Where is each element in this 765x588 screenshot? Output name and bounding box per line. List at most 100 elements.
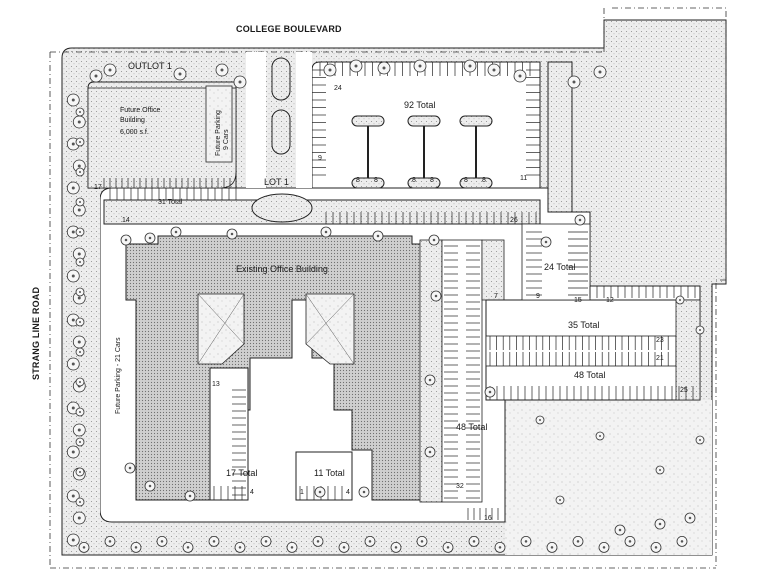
- tree-trunk: [544, 240, 548, 244]
- tree-trunk: [559, 499, 561, 501]
- stall-count: 8: [464, 177, 468, 184]
- stall-count: 12: [606, 297, 614, 304]
- total-east-lot-north: 35 Total: [568, 320, 599, 330]
- tree-trunk: [654, 546, 658, 549]
- tree-trunk: [79, 261, 81, 263]
- tree-trunk: [79, 291, 81, 293]
- tree-trunk: [418, 64, 422, 68]
- tree-trunk: [77, 120, 81, 124]
- tree-trunk: [79, 411, 81, 413]
- tree-trunk: [79, 321, 81, 323]
- tree-trunk: [71, 362, 75, 366]
- total-north-lot: 92 Total: [404, 100, 435, 110]
- north-lot-islands: [351, 115, 493, 189]
- tree-trunk: [174, 230, 178, 234]
- tree-trunk: [618, 528, 622, 532]
- stall-count: 8: [412, 177, 416, 184]
- stall-count: 8: [430, 177, 434, 184]
- tree-trunk: [598, 70, 602, 74]
- tree-trunk: [238, 546, 242, 549]
- tree-trunk: [628, 540, 632, 543]
- stall-count: 9: [536, 293, 540, 300]
- tree-trunk: [602, 546, 606, 549]
- tree-trunk: [420, 540, 424, 543]
- future-parking-north-label-2: 9 Cars: [223, 129, 230, 150]
- tree-trunk: [77, 296, 81, 300]
- tree-trunk: [71, 186, 75, 190]
- tree-trunk: [79, 111, 81, 113]
- tree-trunk: [342, 546, 346, 549]
- total-front-row: 31 Total: [158, 199, 183, 206]
- tree-trunk: [148, 484, 152, 488]
- tree-trunk: [79, 441, 81, 443]
- tree-trunk: [77, 208, 81, 212]
- tree-trunk: [468, 64, 472, 68]
- future-office-label-2: Building: [120, 117, 145, 124]
- stall-count: 15: [574, 297, 582, 304]
- tree-trunk: [178, 72, 182, 76]
- tree-trunk: [599, 435, 601, 437]
- total-east-lot-south: 48 Total: [574, 370, 605, 380]
- tree-trunk: [659, 469, 661, 471]
- tree-trunk: [446, 546, 450, 549]
- tree-trunk: [71, 406, 75, 410]
- tree-trunk: [124, 238, 128, 242]
- tree-trunk: [572, 80, 576, 84]
- tree-trunk: [108, 68, 112, 72]
- tree-trunk: [428, 450, 432, 454]
- tree-trunk: [518, 74, 522, 78]
- tree-trunk: [498, 546, 502, 549]
- stall-count: 4: [250, 489, 254, 496]
- tree-trunk: [578, 218, 582, 222]
- tree-trunk: [264, 540, 268, 543]
- stall-count: 8: [374, 177, 378, 184]
- total-east-strip: 24 Total: [544, 262, 575, 272]
- tree-trunk: [699, 329, 701, 331]
- outlot-label: OUTLOT 1: [128, 61, 172, 71]
- tree-trunk: [679, 299, 681, 301]
- existing-office-label: Existing Office Building: [236, 264, 328, 274]
- tree-trunk: [238, 80, 242, 84]
- tree-trunk: [376, 234, 380, 238]
- east-strip: [521, 223, 591, 301]
- island-center: [407, 115, 441, 189]
- lot-label: LOT 1: [264, 177, 289, 187]
- tree-trunk: [230, 232, 234, 236]
- future-office-label-1: Future Office: [120, 107, 160, 114]
- tree-trunk: [79, 201, 81, 203]
- future-office-area: 6,000 s.f.: [120, 129, 149, 136]
- tree-trunk: [699, 439, 701, 441]
- labels: COLLEGE BOULEVARD STRANG LINE ROAD OUTLO…: [31, 24, 688, 522]
- stall-count: 9: [318, 155, 322, 162]
- tree-trunk: [77, 428, 81, 432]
- island-east: [459, 115, 493, 189]
- stall-count: 16: [484, 515, 492, 522]
- tree-trunk: [472, 540, 476, 543]
- outlot-pad: [87, 85, 237, 189]
- tree-trunk: [394, 546, 398, 549]
- tree-trunk: [79, 231, 81, 233]
- stall-count: 23: [656, 337, 664, 344]
- trees: [66, 59, 705, 553]
- tree-trunk: [79, 471, 81, 473]
- tree-trunk: [71, 230, 75, 234]
- tree-trunk: [524, 540, 528, 543]
- stall-count: 13: [212, 381, 220, 388]
- tree-trunk: [71, 98, 75, 102]
- total-court-east: 11 Total: [314, 468, 345, 478]
- tree-trunk: [71, 450, 75, 454]
- stall-count: 25: [680, 387, 688, 394]
- existing-office-building: [125, 235, 441, 501]
- tree-trunk: [71, 494, 75, 498]
- property-lines: [49, 7, 727, 569]
- stall-count: 8: [482, 177, 486, 184]
- tree-trunk: [316, 540, 320, 543]
- tree-trunk: [212, 540, 216, 543]
- tree-trunk: [77, 164, 81, 168]
- tree-trunk: [688, 516, 692, 520]
- total-court-west: 17 Total: [226, 468, 257, 478]
- tree-trunk: [77, 516, 81, 520]
- stall-count: 8: [356, 177, 360, 184]
- tree-trunk: [148, 236, 152, 240]
